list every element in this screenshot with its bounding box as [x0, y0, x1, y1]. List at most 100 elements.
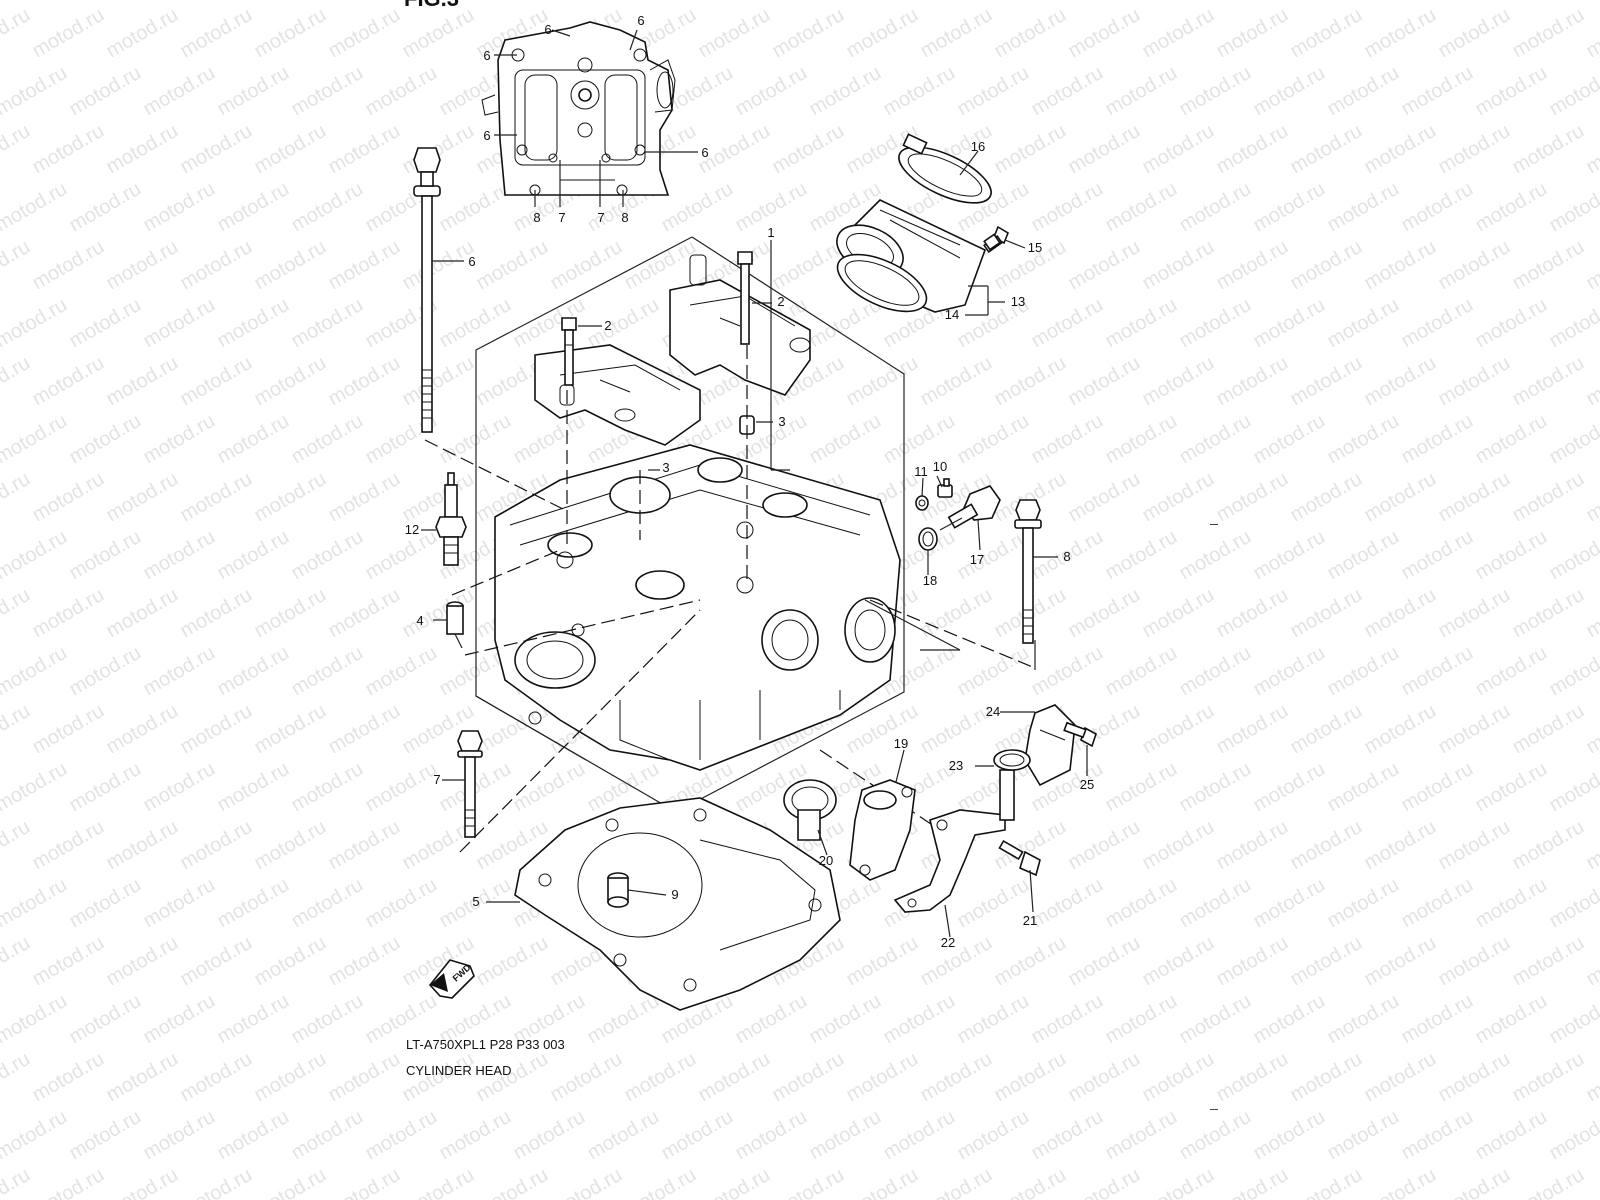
watermark-text: motod.ru	[954, 874, 1033, 933]
watermark-text: motod.ru	[695, 1048, 774, 1107]
watermark-text: motod.ru	[103, 352, 182, 411]
watermark-text: motod.ru	[0, 62, 71, 121]
watermark-text: motod.ru	[1361, 236, 1440, 295]
watermark-text: motod.ru	[399, 236, 478, 295]
watermark-text: motod.ru	[251, 236, 330, 295]
watermark-text: motod.ru	[66, 0, 145, 4]
watermark-text: motod.ru	[140, 874, 219, 933]
watermark-text: motod.ru	[140, 642, 219, 701]
watermark-text: motod.ru	[1287, 584, 1366, 643]
watermark-text: motod.ru	[1361, 584, 1440, 643]
water-outlet-bolt	[1063, 721, 1097, 748]
watermark-text: motod.ru	[1065, 932, 1144, 991]
watermark-text: motod.ru	[66, 1106, 145, 1165]
watermark-text: motod.ru	[1435, 4, 1514, 63]
callout-20: 20	[819, 853, 833, 868]
watermark-text: motod.ru	[1398, 526, 1477, 585]
camshaft-holder-left	[534, 344, 701, 446]
watermark-text: motod.ru	[251, 1048, 330, 1107]
watermark-text: motod.ru	[1583, 236, 1600, 295]
watermark-text: motod.ru	[251, 120, 330, 179]
watermark-text: motod.ru	[1250, 526, 1329, 585]
watermark-text: motod.ru	[1102, 0, 1181, 4]
callout-12: 12	[405, 522, 419, 537]
watermark-text: motod.ru	[1398, 1106, 1477, 1165]
callout-14: 14	[945, 307, 959, 322]
callout-9: 9	[671, 887, 678, 902]
watermark-text: motod.ru	[584, 990, 663, 1049]
watermark-text: motod.ru	[1509, 236, 1588, 295]
watermark-text: motod.ru	[251, 932, 330, 991]
watermark-text: motod.ru	[843, 1048, 922, 1107]
watermark-text: motod.ru	[1213, 816, 1292, 875]
watermark-text: motod.ru	[1139, 932, 1218, 991]
watermark-text: motod.ru	[140, 410, 219, 469]
watermark-text: motod.ru	[399, 1164, 478, 1200]
watermark-text: motod.ru	[29, 352, 108, 411]
watermark-text: motod.ru	[325, 468, 404, 527]
watermark-text: motod.ru	[251, 352, 330, 411]
watermark-text: motod.ru	[0, 0, 71, 4]
watermark-text: motod.ru	[843, 1164, 922, 1200]
watermark-text: motod.ru	[288, 294, 367, 353]
watermark-text: motod.ru	[880, 0, 959, 4]
watermark-text: motod.ru	[0, 178, 71, 237]
watermark-text: motod.ru	[1361, 700, 1440, 759]
watermark-text: motod.ru	[66, 294, 145, 353]
watermark-text: motod.ru	[510, 1106, 589, 1165]
watermark-text: motod.ru	[214, 178, 293, 237]
spark-plug	[435, 472, 467, 566]
watermark-text: motod.ru	[251, 4, 330, 63]
camshaft-holder-bolt-a	[561, 317, 577, 386]
watermark-text: motod.ru	[103, 816, 182, 875]
watermark-text: motod.ru	[399, 120, 478, 179]
thermostat	[783, 779, 837, 841]
watermark-text: motod.ru	[140, 0, 219, 4]
watermark-text: motod.ru	[66, 758, 145, 817]
top-callout-7a: 7	[558, 210, 565, 225]
watermark-text: motod.ru	[436, 294, 515, 353]
cylinder-head-gasket	[514, 797, 841, 1011]
watermark-text: motod.ru	[1250, 1106, 1329, 1165]
watermark-text: motod.ru	[103, 120, 182, 179]
watermark-text: motod.ru	[510, 410, 589, 469]
watermark-text: motod.ru	[1435, 584, 1514, 643]
watermark-text: motod.ru	[251, 584, 330, 643]
watermark-text: motod.ru	[1102, 62, 1181, 121]
watermark-text: motod.ru	[1176, 874, 1255, 933]
watermark-text: motod.ru	[1324, 0, 1403, 4]
watermark-text: motod.ru	[1546, 294, 1600, 353]
watermark-text: motod.ru	[0, 4, 34, 63]
watermark-text: motod.ru	[177, 700, 256, 759]
watermark-text: motod.ru	[1250, 758, 1329, 817]
callout-1: 1	[767, 225, 774, 240]
watermark-text: motod.ru	[1472, 294, 1551, 353]
callout-2a: 2	[777, 294, 784, 309]
watermark-text: motod.ru	[473, 700, 552, 759]
sensor-gasket-inner	[922, 531, 934, 547]
watermark-text: motod.ru	[1028, 0, 1107, 4]
watermark-text: motod.ru	[1287, 932, 1366, 991]
watermark-text: motod.ru	[288, 1106, 367, 1165]
callout-8: 8	[1063, 549, 1070, 564]
watermark-text: motod.ru	[1472, 758, 1551, 817]
watermark-text: motod.ru	[1546, 0, 1600, 4]
watermark-text: motod.ru	[140, 758, 219, 817]
watermark-text: motod.ru	[1361, 1048, 1440, 1107]
watermark-text: motod.ru	[1546, 874, 1600, 933]
watermark-text: motod.ru	[1435, 1164, 1514, 1200]
watermark-text: motod.ru	[1065, 1164, 1144, 1200]
watermark-text: motod.ru	[103, 932, 182, 991]
watermark-text: motod.ru	[288, 62, 367, 121]
watermark-text: motod.ru	[0, 700, 34, 759]
watermark-text: motod.ru	[214, 0, 293, 4]
watermark-text: motod.ru	[1472, 874, 1551, 933]
watermark-text: motod.ru	[1213, 932, 1292, 991]
watermark-text: motod.ru	[1509, 700, 1588, 759]
watermark-text: motod.ru	[1398, 62, 1477, 121]
watermark-text: motod.ru	[214, 294, 293, 353]
watermark-text: motod.ru	[66, 410, 145, 469]
watermark-text: motod.ru	[806, 990, 885, 1049]
watermark-text: motod.ru	[1472, 410, 1551, 469]
watermark-text: motod.ru	[1028, 990, 1107, 1049]
